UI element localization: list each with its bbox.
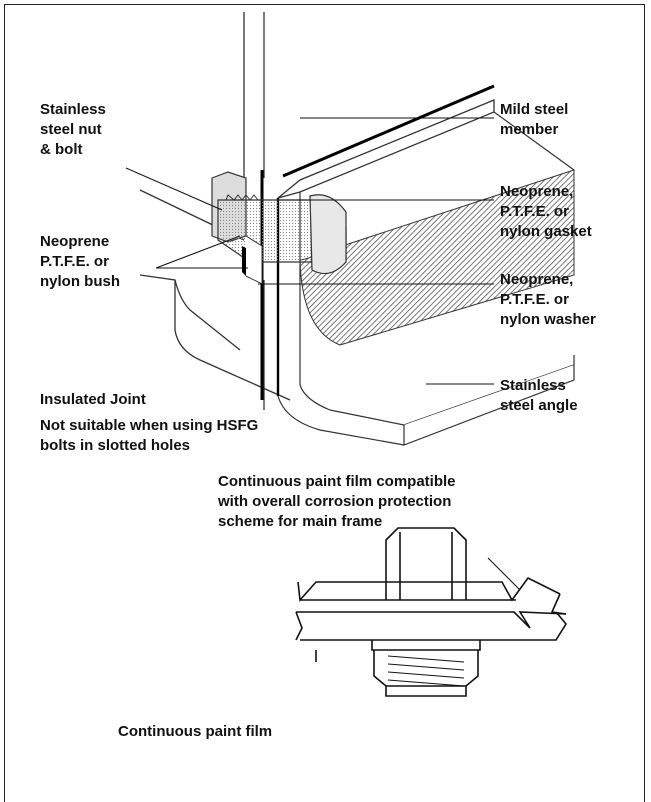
label-washer: Neoprene, P.T.F.E. or nylon washer (500, 271, 596, 328)
diagram-frame (4, 4, 645, 802)
diagram-title: Insulated Joint (40, 391, 146, 408)
leader-lines (125, 117, 494, 385)
label-paint-film: Continuous paint film (118, 723, 273, 740)
diagram-note: Not suitable when using HSFG bolts in sl… (40, 417, 259, 454)
label-bush: Neoprene P.T.F.E. or nylon bush (40, 233, 120, 290)
label-nut-bolt: Stainless steel nut & bolt (40, 101, 106, 158)
label-stainless-angle: Stainless steel angle (500, 377, 578, 414)
label-mild-steel-member: Mild steel member (500, 101, 569, 138)
paint-film-section (295, 527, 567, 697)
label-paint-compatible: Continuous paint film compatible with ov… (218, 473, 456, 530)
mild-steel-member (139, 12, 291, 410)
label-gasket: Neoprene, P.T.F.E. or nylon gasket (500, 183, 592, 240)
